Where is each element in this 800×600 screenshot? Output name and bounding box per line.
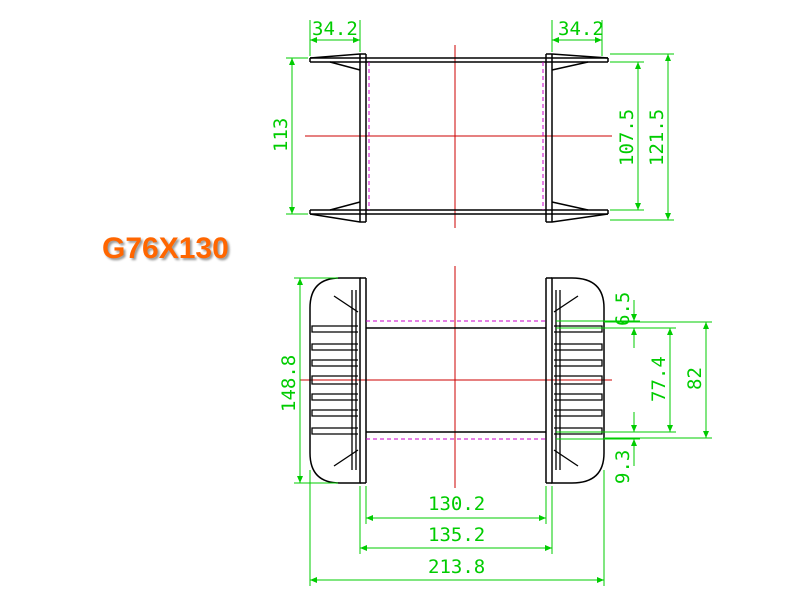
front-view-centerlines (300, 266, 612, 488)
dim-flange-left: 34.2 (312, 18, 358, 40)
front-view-hidden (366, 320, 546, 440)
dim-inner-height: 107.5 (616, 109, 638, 166)
top-view-centerlines (305, 45, 612, 228)
dim-rib-gap-bottom: 9.3 (612, 450, 634, 484)
dim-rib-gap-top: 6.5 (612, 292, 634, 326)
dim-window-height: 77.4 (648, 356, 670, 402)
front-view-ribs-left (311, 290, 359, 470)
front-view-outline (309, 277, 605, 484)
front-view: 148.8 6.5 77.4 82 9.3 130.2 135.2 213.8 (278, 266, 712, 586)
top-view-hidden (368, 62, 544, 210)
top-view: 34.2 34.2 113 107.5 121.5 (270, 18, 674, 228)
dim-overall-width: 213.8 (428, 556, 485, 578)
dim-front-height: 148.8 (278, 355, 300, 412)
dim-inner-width: 130.2 (428, 493, 485, 515)
dim-core-width: 135.2 (428, 524, 485, 546)
dim-flange-right: 34.2 (558, 18, 604, 40)
dim-overall-height: 113 (270, 118, 292, 152)
dim-outer-height: 121.5 (646, 109, 668, 166)
front-view-dimensions (294, 277, 712, 586)
top-view-dimensions (286, 20, 674, 221)
top-view-core (309, 53, 609, 223)
front-view-ribs-right (553, 290, 603, 470)
model-title: G76X130 (102, 232, 229, 265)
dim-core-height: 82 (684, 367, 706, 390)
